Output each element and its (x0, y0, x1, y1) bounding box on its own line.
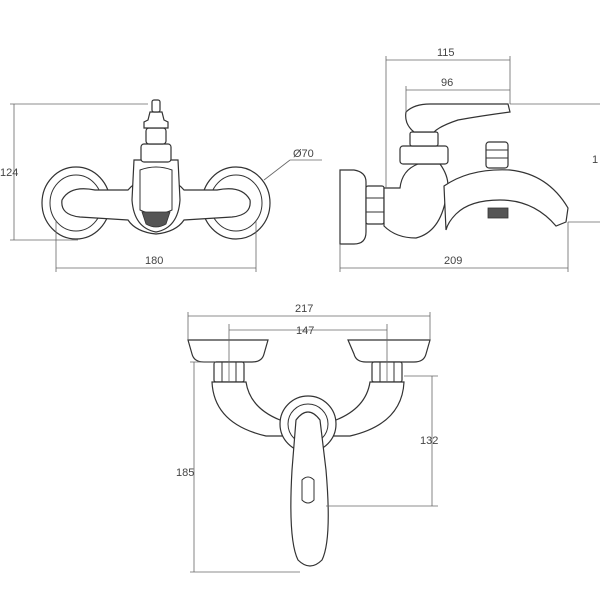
top-lever (290, 411, 329, 567)
top-center-distance-label: 147 (296, 325, 314, 337)
front-width-label: 180 (145, 255, 163, 267)
side-wall-flange (339, 169, 367, 245)
front-diverter-knob (143, 111, 169, 129)
top-lever-height-label: 132 (420, 435, 438, 447)
side-diverter (485, 141, 509, 169)
top-body (211, 381, 405, 437)
top-height-label: 185 (176, 467, 194, 479)
side-height-label: 1 (592, 154, 598, 166)
top-width-label: 217 (295, 303, 313, 315)
front-height-label: 124 (0, 167, 18, 179)
side-reach-label: 115 (437, 47, 455, 59)
side-spout (443, 169, 569, 231)
side-handle-label: 96 (441, 77, 453, 89)
front-aerator (141, 211, 171, 228)
top-left-flange (187, 339, 269, 363)
side-body (383, 163, 449, 239)
top-right-flange (347, 339, 431, 363)
side-lever (405, 103, 511, 133)
front-flange-label: Ø70 (293, 148, 314, 160)
front-view: 124 180 Ø70 (0, 99, 322, 272)
side-view: 115 96 1 209 (339, 47, 600, 272)
top-view: 217 147 132 185 (176, 303, 438, 573)
side-depth-label: 209 (444, 255, 462, 267)
